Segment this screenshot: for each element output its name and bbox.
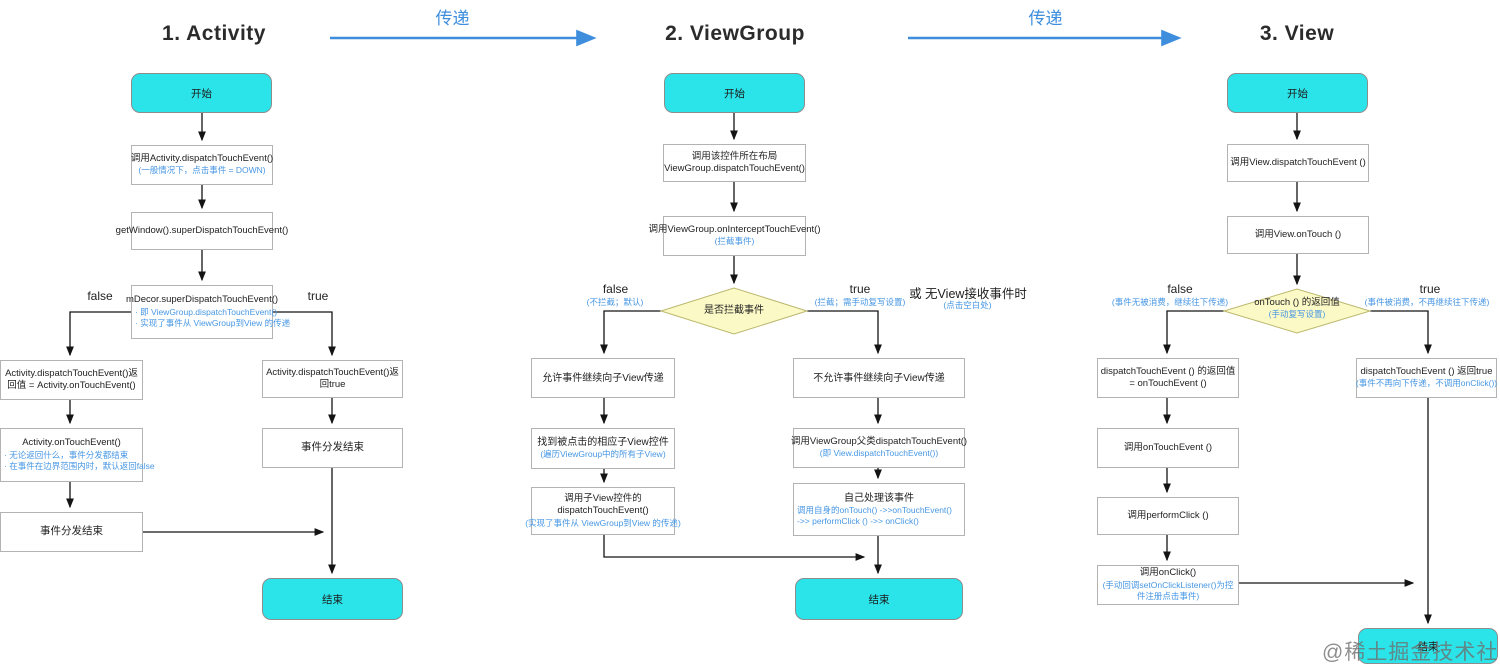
viewgroup-allow-pass-label: 允许事件继续向子View传递 <box>542 372 664 384</box>
activity-start-label: 开始 <box>191 87 212 100</box>
view-ontouch-diamond-note: (手动复写设置) <box>1268 308 1326 319</box>
viewgroup-super-dispatch-note: (即 View.dispatchTouchEvent()) <box>819 448 939 459</box>
view-performclick-main: 调用performClick () <box>1127 509 1209 521</box>
viewgroup-allow-pass-node: 允许事件继续向子View传递 <box>531 358 675 398</box>
viewgroup-onintercept-node: 调用ViewGroup.onInterceptTouchEvent() (拦截事… <box>649 216 820 256</box>
view-true-note: (事件被消费，不再继续往下传递) <box>1364 297 1490 307</box>
viewgroup-end-node: 结束 <box>795 578 963 620</box>
viewgroup-self-handle-node: 自己处理该事件 调用自身的onTouch() ->>onTouchEvent()… <box>793 483 965 536</box>
activity-ontouchevent-note2: · 在事件在边界范围内时，默认返回false <box>4 461 155 472</box>
view-dispatch-node: 调用View.dispatchTouchEvent () <box>1227 144 1369 182</box>
viewgroup-true-note: (拦截；需手动复写设置) <box>814 297 906 307</box>
viewgroup-intercept-diamond-label: 是否拦截事件 <box>704 305 764 316</box>
column-title-view: 3. View <box>1259 22 1335 45</box>
view-end-node: 结束 <box>1358 628 1498 664</box>
activity-return-true-main: Activity.dispatchTouchEvent()返回true <box>266 366 399 390</box>
viewgroup-start-label: 开始 <box>724 87 745 100</box>
viewgroup-end-label: 结束 <box>868 593 890 606</box>
viewgroup-call-child-dispatch-node: 调用子View控件的 dispatchTouchEvent() (实现了事件从 … <box>525 487 681 535</box>
viewgroup-find-child-main: 找到被点击的相应子View控件 <box>537 437 669 449</box>
view-start-node: 开始 <box>1227 73 1368 113</box>
viewgroup-onintercept-main: 调用ViewGroup.onInterceptTouchEvent() <box>648 224 821 236</box>
activity-ontouchevent-main: Activity.onTouchEvent() <box>22 437 121 449</box>
viewgroup-call-child-line1: 调用子View控件的 <box>564 492 642 504</box>
activity-dispatch-end-right-node: 事件分发结束 <box>262 428 403 468</box>
activity-dispatch-main: 调用Activity.dispatchTouchEvent() <box>130 153 274 165</box>
viewgroup-start-node: 开始 <box>664 73 805 113</box>
activity-mdecor-note2: · 实现了事件从 ViewGroup到View 的传递 <box>135 318 291 329</box>
activity-end-label: 结束 <box>322 593 343 606</box>
watermark: @稀土掘金技术社区 <box>1322 641 1500 664</box>
transfer-label-1: 传递 <box>435 9 470 28</box>
viewgroup-self-handle-main: 自己处理该事件 <box>844 492 914 504</box>
view-onclick-main: 调用onClick() <box>1139 567 1197 579</box>
activity-start-node: 开始 <box>131 73 272 113</box>
column-title-activity: 1. Activity <box>162 22 266 45</box>
activity-true-label: true <box>307 289 329 303</box>
view-onclick-note: (手动回调setOnClickListener()为控件注册点击事件) <box>1102 579 1234 602</box>
viewgroup-dispatch-line1: 调用该控件所在布局 <box>691 150 778 162</box>
activity-dispatch-end-right-label: 事件分发结束 <box>301 441 364 454</box>
viewgroup-call-child-line2: dispatchTouchEvent() <box>557 505 649 517</box>
viewgroup-self-handle-note2: ->> performClick () ->> onClick() <box>797 516 919 526</box>
activity-mdecor-main: mDecor.superDispatchTouchEvent() <box>125 294 279 306</box>
view-ontouchevent-node: 调用onTouchEvent () <box>1097 428 1239 468</box>
view-true-label: true <box>1419 282 1441 296</box>
view-return-value-node: dispatchTouchEvent () 的返回值 = onTouchEven… <box>1097 358 1239 398</box>
viewgroup-find-child-node: 找到被点击的相应子View控件 (遍历ViewGroup中的所有子View) <box>531 428 675 469</box>
viewgroup-dispatch-line2: ViewGroup.dispatchTouchEvent() <box>664 163 805 174</box>
activity-getwindow-main: getWindow().superDispatchTouchEvent() <box>115 224 289 236</box>
activity-getwindow-node: getWindow().superDispatchTouchEvent() <box>116 212 288 250</box>
view-performclick-node: 调用performClick () <box>1097 497 1239 535</box>
view-ontouchevent-main: 调用onTouchEvent () <box>1123 441 1213 453</box>
view-return-true-node: dispatchTouchEvent () 返回true (事件不再向下传递，不… <box>1356 358 1497 398</box>
activity-ontouchevent-node: Activity.onTouchEvent() · 无论返回什么，事件分发都结束… <box>0 428 155 482</box>
activity-end-node: 结束 <box>262 578 403 620</box>
view-ontouch-diamond-label: onTouch () 的返回值 (手动复写设置) <box>1227 297 1367 320</box>
view-return-value-line1: dispatchTouchEvent () 的返回值 <box>1100 365 1236 377</box>
activity-dispatch-note: (一般情况下，点击事件 = DOWN) <box>138 165 266 176</box>
view-start-label: 开始 <box>1287 87 1308 100</box>
view-ontouch-node: 调用View.onTouch () <box>1227 216 1369 254</box>
view-end-label: 结束 <box>1417 640 1439 653</box>
column-title-viewgroup: 2. ViewGroup <box>665 22 805 45</box>
view-return-true-note: (事件不再向下传递，不调用onClick()) <box>1355 378 1498 389</box>
activity-mdecor-node: mDecor.superDispatchTouchEvent() · 即 Vie… <box>126 285 290 339</box>
view-false-note: (事件无被消费，继续往下传递) <box>1111 297 1229 307</box>
viewgroup-disallow-pass-label: 不允许事件继续向子View传递 <box>813 372 945 384</box>
view-onclick-node: 调用onClick() (手动回调setOnClickListener()为控件… <box>1097 565 1239 605</box>
viewgroup-super-dispatch-main: 调用ViewGroup父类dispatchTouchEvent() <box>790 436 968 448</box>
transfer-label-2: 传递 <box>1028 9 1063 28</box>
view-ontouch-diamond-main: onTouch () 的返回值 <box>1254 297 1340 308</box>
activity-dispatch-end-left-node: 事件分发结束 <box>0 512 143 552</box>
viewgroup-or-note: (点击空白处) <box>943 300 992 310</box>
viewgroup-self-handle-note1: 调用自身的onTouch() ->>onTouchEvent() <box>797 504 952 515</box>
activity-return-false-node: Activity.dispatchTouchEvent()返回值 = Activ… <box>0 360 143 400</box>
activity-ontouchevent-note1: · 无论返回什么，事件分发都结束 <box>4 449 129 460</box>
activity-mdecor-note1: · 即 ViewGroup.dispatchTouchEvent() <box>135 306 278 317</box>
viewgroup-dispatch-node: 调用该控件所在布局 ViewGroup.dispatchTouchEvent() <box>663 144 806 182</box>
viewgroup-true-label: true <box>849 282 871 296</box>
view-ontouch-main: 调用View.onTouch () <box>1254 228 1342 240</box>
viewgroup-super-dispatch-node: 调用ViewGroup父类dispatchTouchEvent() (即 Vie… <box>790 428 968 468</box>
viewgroup-find-child-note: (遍历ViewGroup中的所有子View) <box>540 449 666 460</box>
view-return-value-line2: = onTouchEvent () <box>1129 378 1207 389</box>
view-dispatch-main: 调用View.dispatchTouchEvent () <box>1230 156 1366 168</box>
viewgroup-or-label: 或 无View接收事件时 <box>909 287 1027 301</box>
viewgroup-disallow-pass-node: 不允许事件继续向子View传递 <box>793 358 965 398</box>
activity-false-label: false <box>87 289 113 303</box>
viewgroup-false-label: false <box>602 282 629 296</box>
viewgroup-false-note: (不拦截；默认) <box>586 297 644 307</box>
view-false-label: false <box>1167 282 1193 296</box>
viewgroup-call-child-note: (实现了事件从 ViewGroup到View 的传递) <box>525 517 681 528</box>
activity-return-false-main: Activity.dispatchTouchEvent()返回值 = Activ… <box>5 367 138 391</box>
activity-dispatch-node: 调用Activity.dispatchTouchEvent() (一般情况下，点… <box>131 145 273 185</box>
activity-return-true-node: Activity.dispatchTouchEvent()返回true <box>262 360 403 398</box>
viewgroup-onintercept-note: (拦截事件) <box>714 236 755 247</box>
view-return-true-main: dispatchTouchEvent () 返回true <box>1360 366 1493 378</box>
activity-dispatch-end-left-label: 事件分发结束 <box>40 525 103 538</box>
